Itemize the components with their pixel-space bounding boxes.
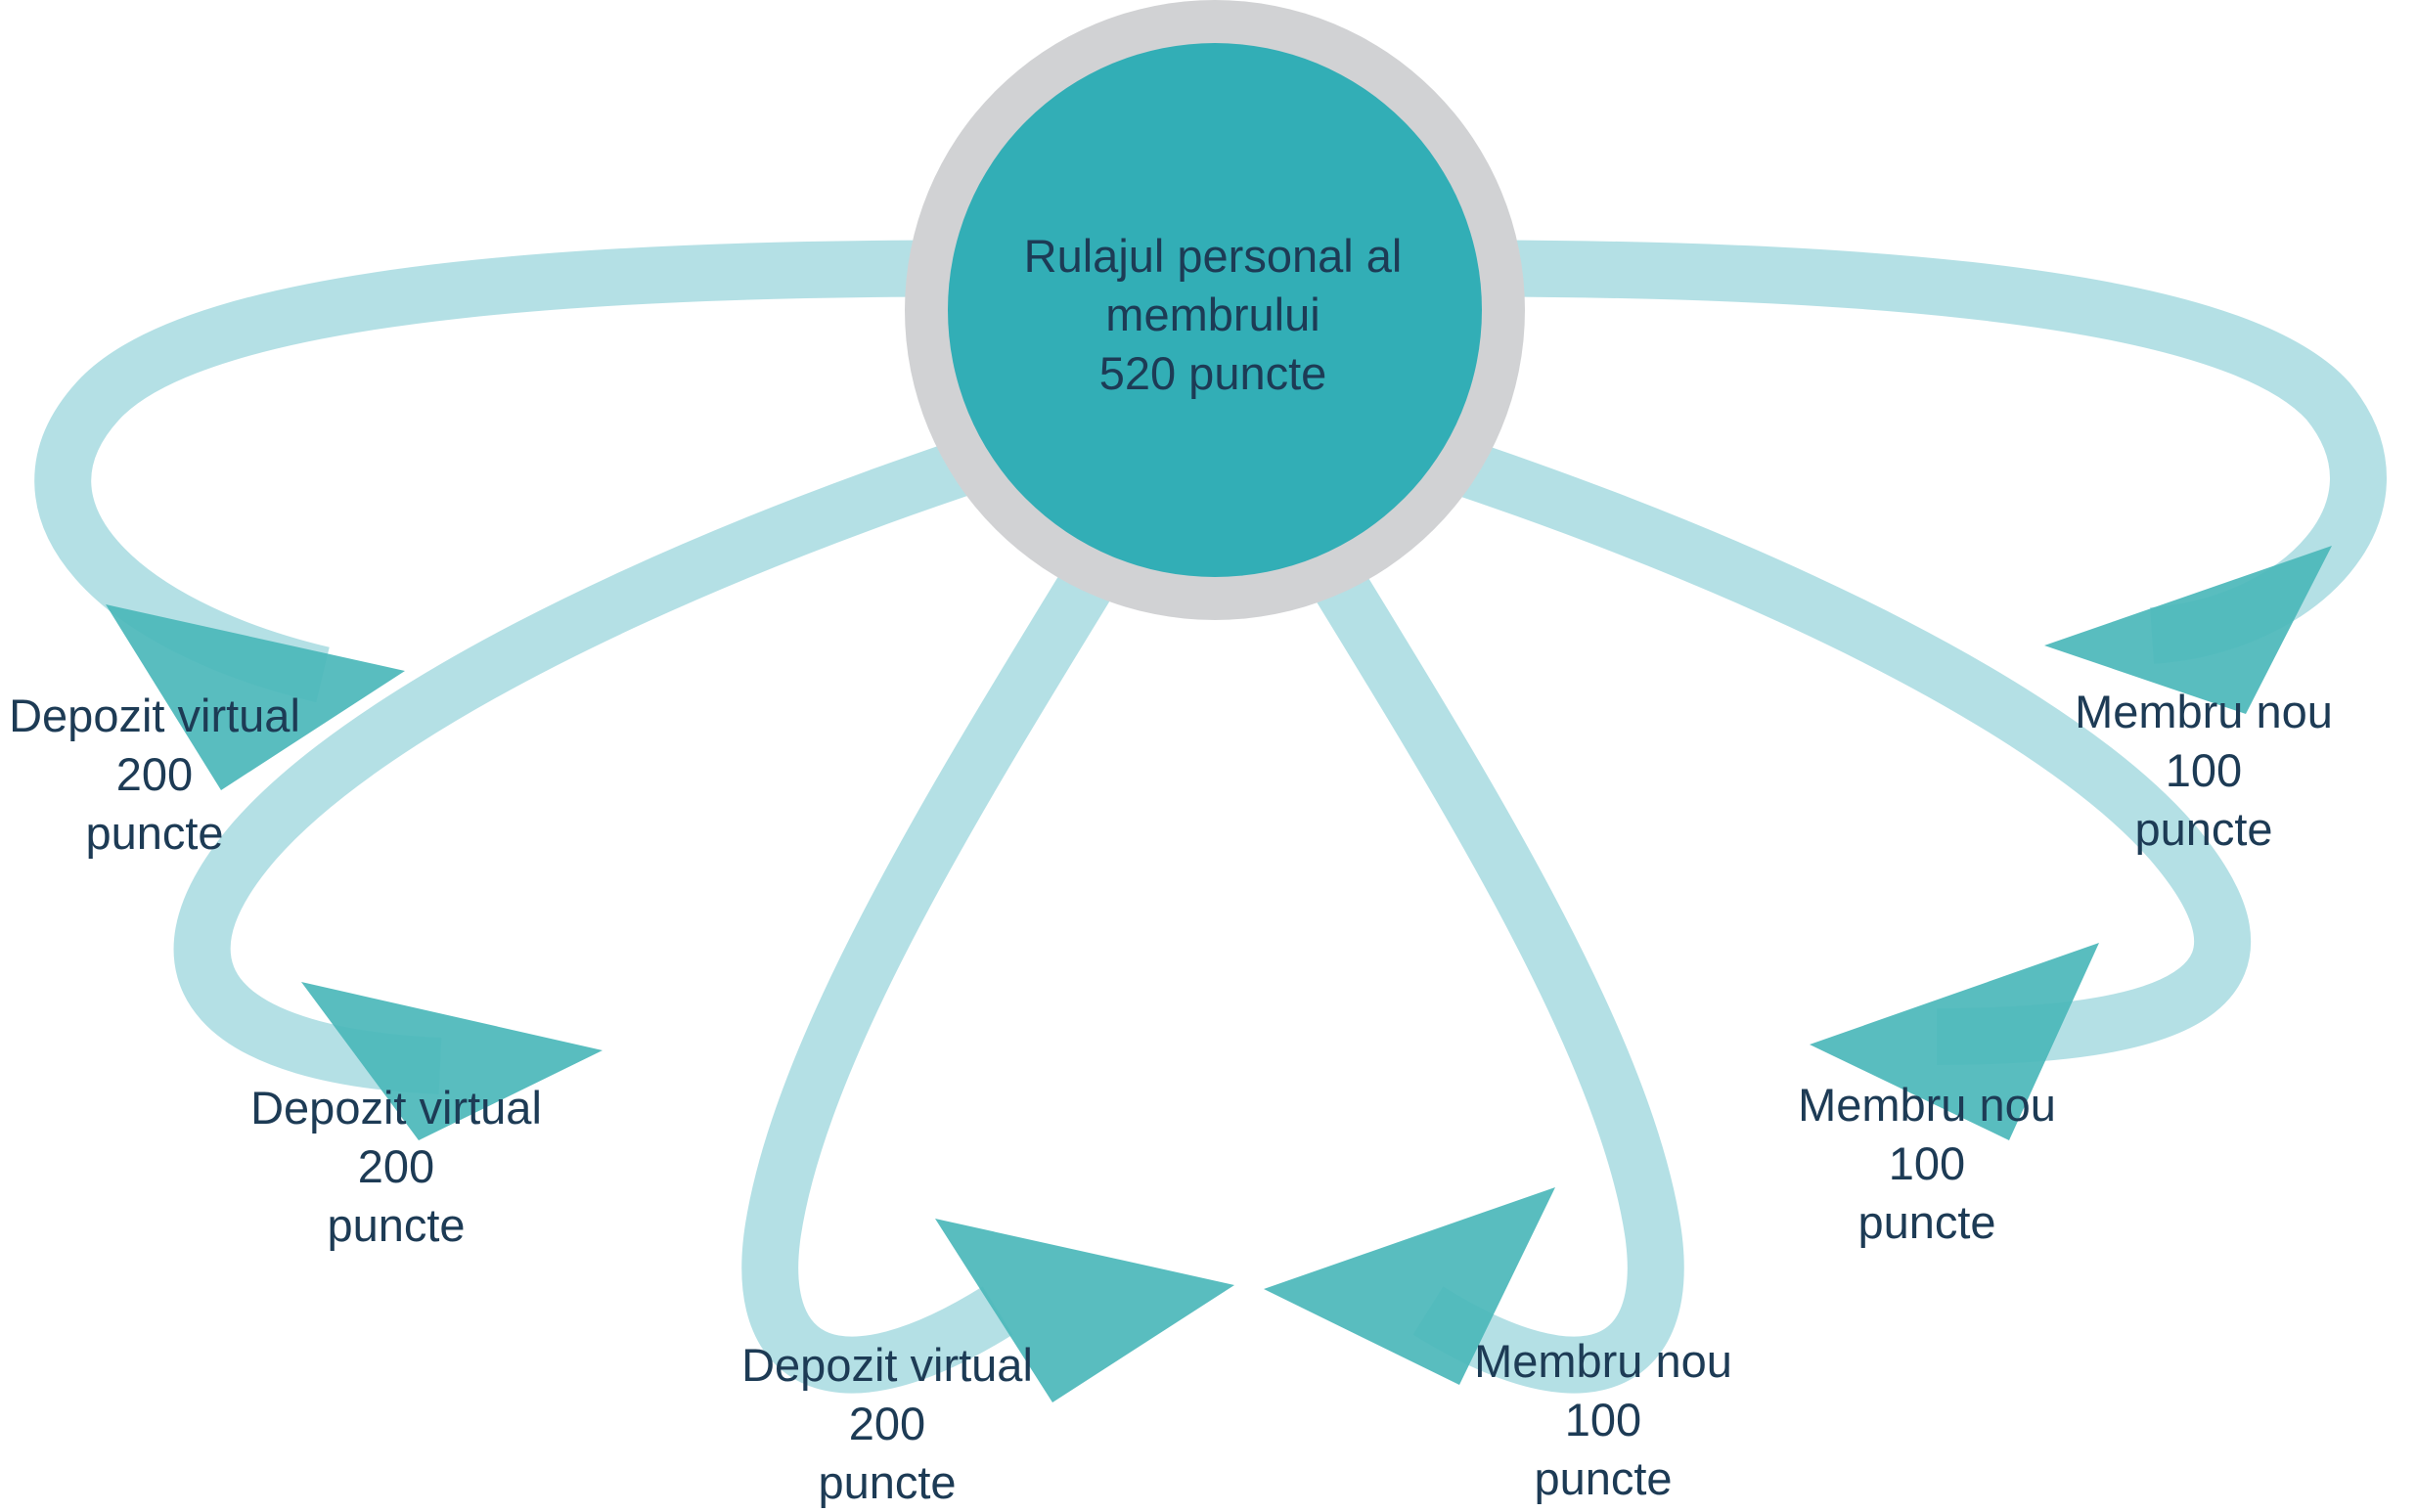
- loop-left-inner: [741, 522, 1140, 1394]
- node-label-unit: puncte: [2134, 803, 2273, 855]
- center-label: Rulajul personal al membrului 520 puncte: [919, 227, 1506, 403]
- center-label-points: 520 puncte: [1098, 347, 1327, 399]
- node-label-title: Depozit virtual: [9, 689, 300, 741]
- arrowhead-left-outer: [106, 604, 405, 790]
- arrowhead-left-middle: [301, 982, 603, 1140]
- loop-arrows: [34, 240, 2387, 1394]
- node-label-unit: puncte: [85, 807, 224, 859]
- node-label-value: 200: [357, 1140, 435, 1192]
- node-label-value: 200: [115, 748, 194, 800]
- node-label-deposit-2: Depozit virtual 200 puncte: [220, 1079, 572, 1255]
- node-label-unit: puncte: [1534, 1452, 1673, 1504]
- arrowheads: [106, 546, 2332, 1402]
- loop-left-middle: [173, 364, 1221, 1094]
- node-label-unit: puncte: [818, 1456, 957, 1508]
- node-label-member-3: Membru nou 100 puncte: [1427, 1332, 1779, 1508]
- center-hub: [905, 0, 1525, 620]
- node-label-title: Membru nou: [2075, 686, 2333, 737]
- center-hub-core: [948, 43, 1482, 577]
- node-label-title: Membru nou: [1798, 1079, 2056, 1131]
- node-label-value: 100: [2165, 744, 2243, 796]
- node-label-title: Depozit virtual: [741, 1339, 1033, 1391]
- node-label-member-2: Membru nou 100 puncte: [1751, 1076, 2103, 1252]
- node-label-unit: puncte: [327, 1199, 466, 1251]
- node-label-value: 200: [848, 1398, 926, 1449]
- arrowhead-right-middle: [1810, 943, 2099, 1140]
- loop-left-outer: [34, 240, 1214, 703]
- node-label-title: Depozit virtual: [250, 1082, 542, 1134]
- arrowhead-right-outer: [2044, 546, 2332, 714]
- node-label-member-1: Membru nou 100 puncte: [2028, 683, 2380, 859]
- loop-right-inner: [1286, 522, 1684, 1394]
- node-label-deposit-3: Depozit virtual 200 puncte: [711, 1336, 1063, 1512]
- arrowhead-right-inner: [1264, 1187, 1555, 1385]
- node-label-unit: puncte: [1857, 1196, 1996, 1248]
- loop-right-middle: [1205, 364, 2252, 1065]
- center-label-subtitle: membrului: [1105, 289, 1320, 340]
- node-label-value: 100: [1888, 1137, 1966, 1189]
- node-label-title: Membru nou: [1474, 1335, 1732, 1387]
- node-label-value: 100: [1564, 1394, 1642, 1445]
- arrowhead-left-inner: [935, 1219, 1234, 1402]
- node-label-deposit-1: Depozit virtual 200 puncte: [0, 687, 331, 863]
- center-label-title: Rulajul personal al: [1023, 230, 1403, 282]
